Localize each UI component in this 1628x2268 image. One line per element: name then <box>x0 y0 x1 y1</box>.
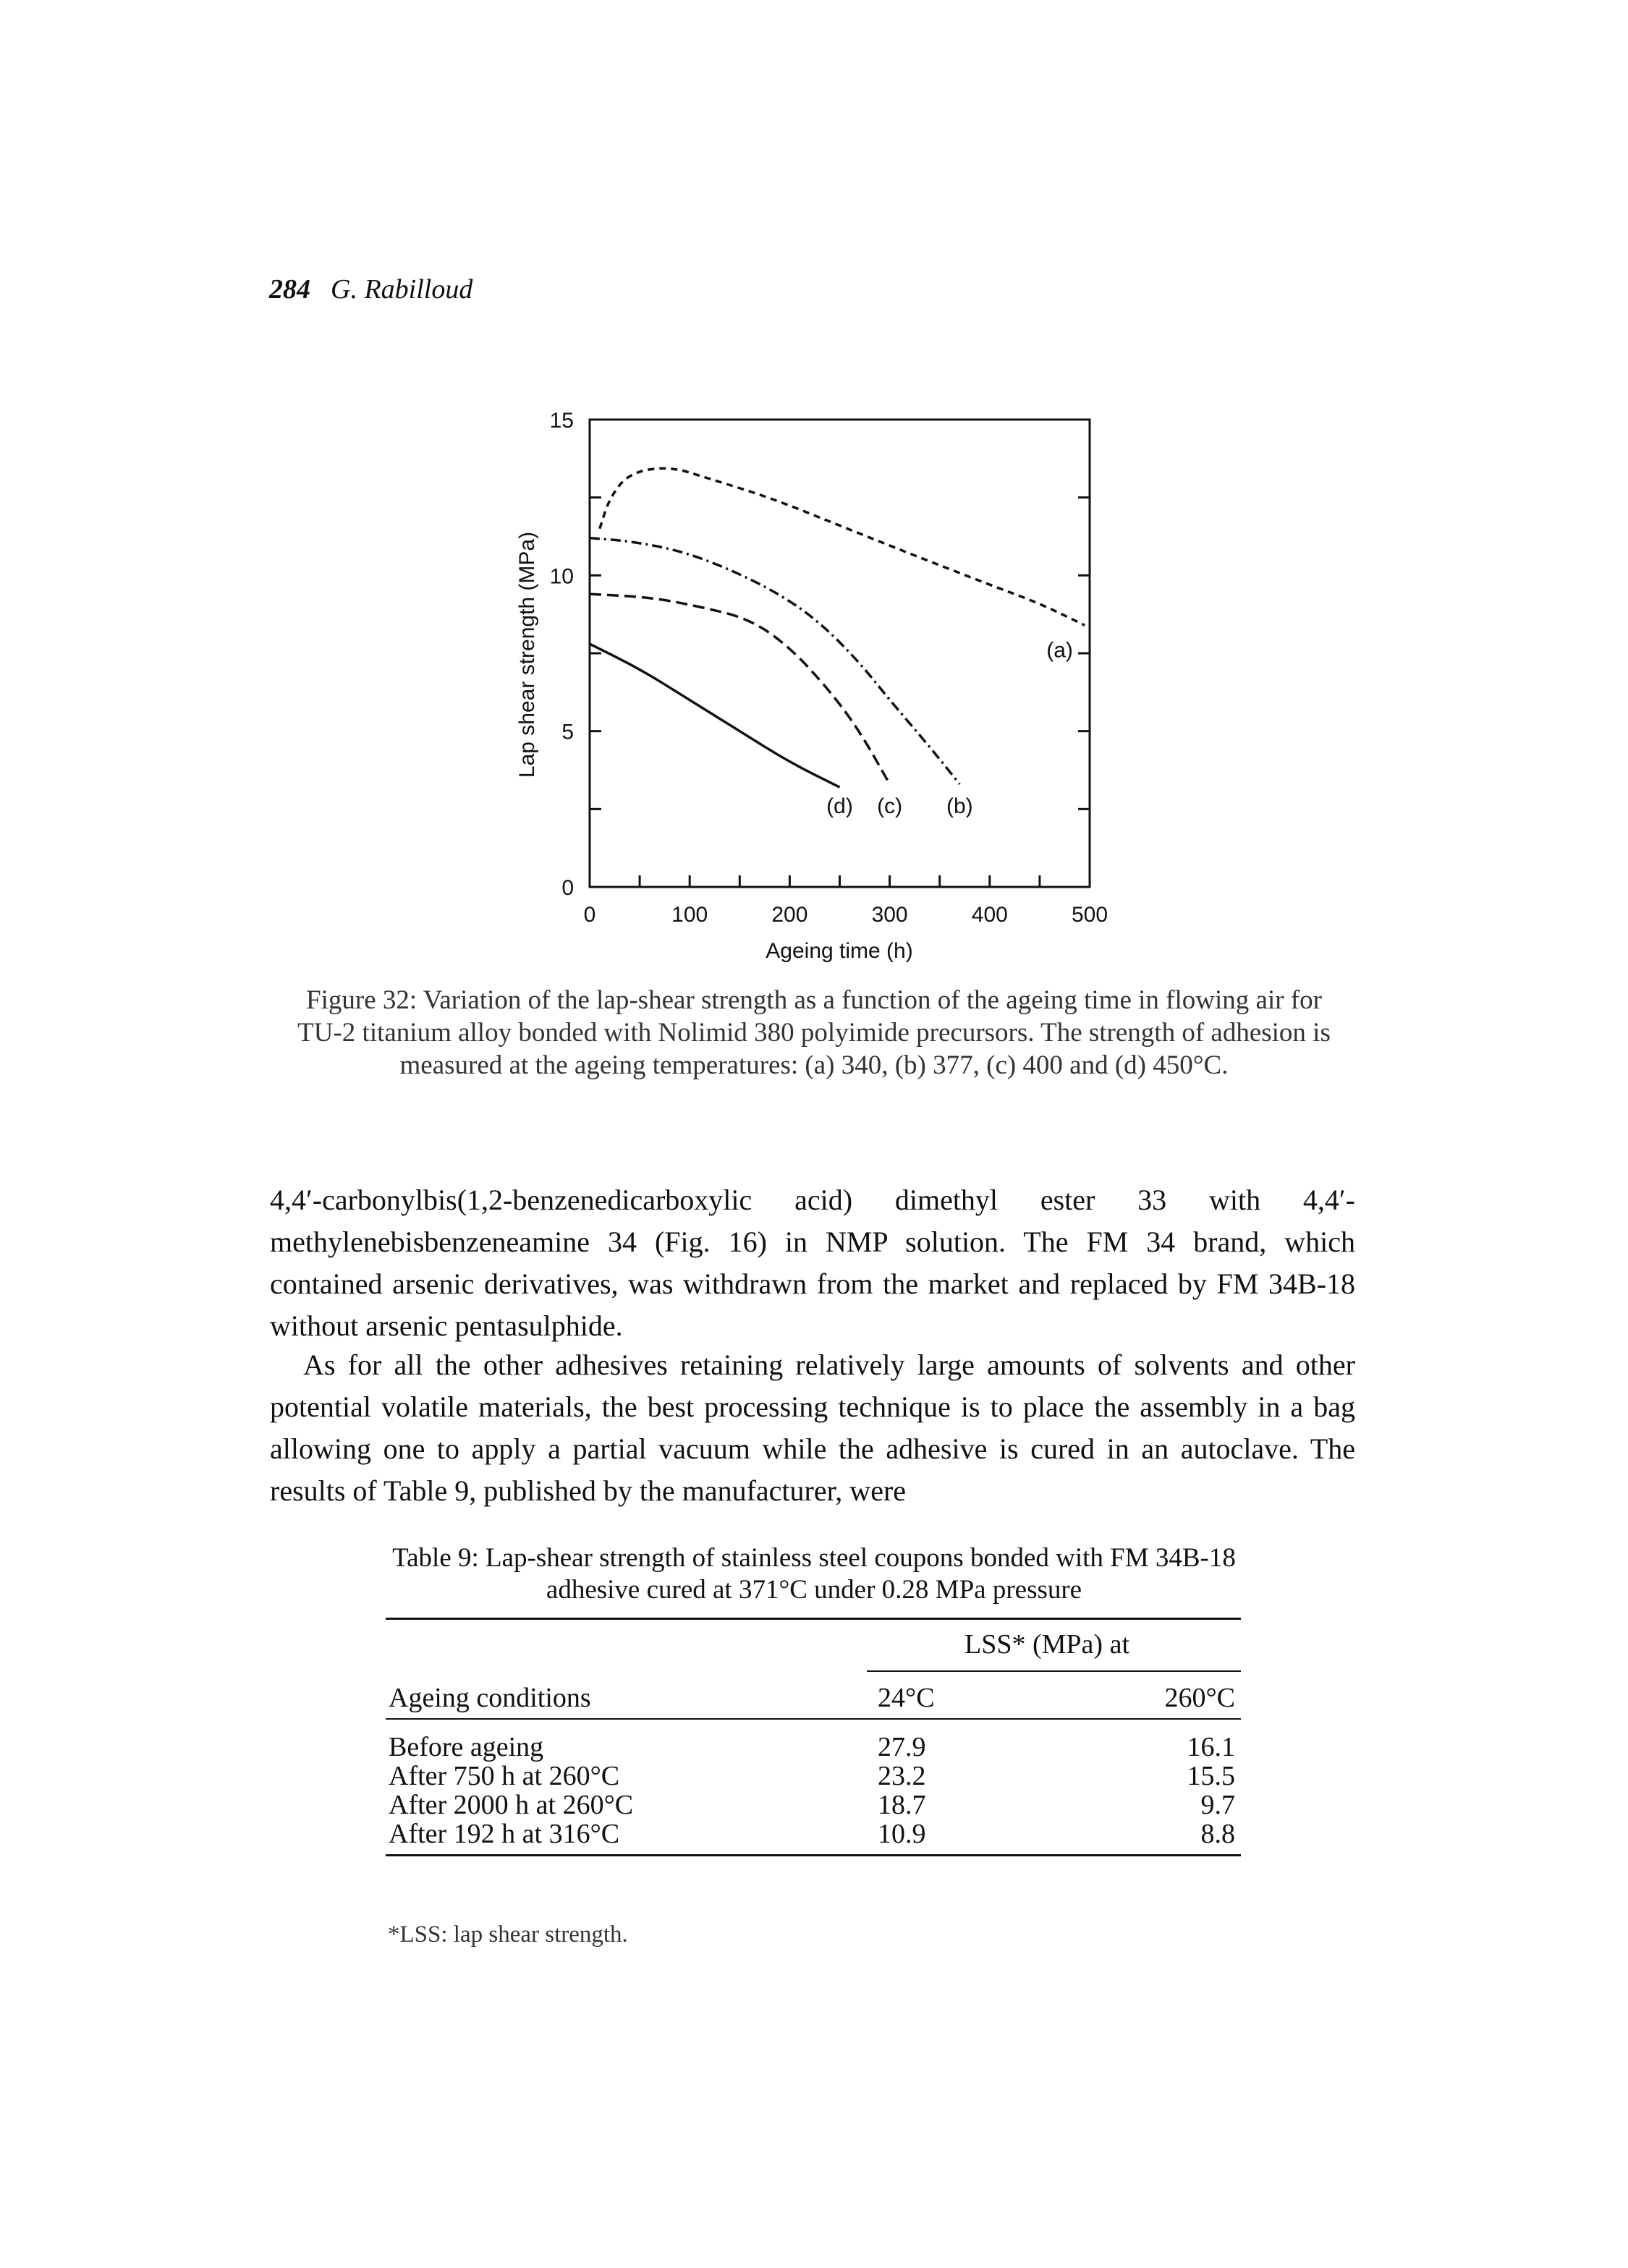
figure-caption: Figure 32: Variation of the lap-shear st… <box>297 985 1331 1080</box>
cell-condition: After 192 h at 316°C <box>389 1819 620 1849</box>
cell-260c: 16.1 <box>1187 1732 1236 1762</box>
y-tick-label: 5 <box>561 721 574 744</box>
table-bottom-rule <box>386 1854 1241 1856</box>
series-label: (d) <box>826 794 853 818</box>
table-row: After 750 h at 260°C 23.2 15.5 <box>386 1760 1241 1791</box>
cell-24c: 10.9 <box>878 1819 926 1849</box>
cell-24c: 27.9 <box>878 1732 926 1762</box>
col-header-conditions: Ageing conditions <box>389 1683 591 1713</box>
col-header-260c: 260°C <box>1164 1683 1235 1713</box>
x-tick-label: 300 <box>872 903 908 927</box>
table-header-row: Ageing conditions 24°C 260°C <box>386 1672 1241 1718</box>
y-tick-label: 0 <box>561 876 574 900</box>
paragraph-1: 4,4′-carbonylbis(1,2-benzenedicarboxylic… <box>270 1184 1355 1342</box>
table-footnote: *LSS: lap shear strength. <box>388 1921 628 1948</box>
series-label: (a) <box>1046 639 1073 663</box>
lap-shear-chart: 0 5 10 15 0 100 200 300 400 500 (a) (b) (c) (d) Age… <box>515 409 1108 963</box>
table-row: Before ageing 27.9 16.1 <box>386 1731 1241 1762</box>
table-top-rule <box>386 1618 1241 1620</box>
x-tick-label: 0 <box>584 903 596 927</box>
series-line <box>589 593 891 785</box>
col-header-24c: 24°C <box>878 1683 935 1713</box>
table-row: After 192 h at 316°C 10.9 8.8 <box>386 1818 1241 1849</box>
y-axis-label: Lap shear strength (MPa) <box>515 532 539 778</box>
y-tick-label: 15 <box>550 409 574 433</box>
cell-260c: 9.7 <box>1200 1790 1236 1820</box>
x-tick-label: 500 <box>1072 903 1108 927</box>
x-axis-label: Ageing time (h) <box>766 939 912 963</box>
paragraph-2: As for all the other adhesives retaining… <box>270 1349 1355 1507</box>
series-line <box>589 536 961 785</box>
header-rule <box>386 1718 1241 1720</box>
group-header-rule <box>867 1670 1241 1672</box>
series-line <box>598 467 1085 627</box>
y-tick-label: 10 <box>550 564 574 588</box>
table-group-header-row: LSS* (MPa) at <box>386 1620 1241 1670</box>
table-caption: Table 9: Lap-shear strength of stainless… <box>392 1543 1236 1605</box>
group-header: LSS* (MPa) at <box>964 1629 1129 1660</box>
author-name: G. Rabilloud <box>331 274 473 305</box>
cell-condition: After 750 h at 260°C <box>389 1761 620 1791</box>
data-table: LSS* (MPa) at Ageing conditions 24°C 260… <box>386 1618 1241 1856</box>
series-line <box>589 642 841 789</box>
x-tick-label: 400 <box>972 903 1008 927</box>
table-row: After 2000 h at 260°C 18.7 9.7 <box>386 1789 1241 1820</box>
cell-24c: 23.2 <box>878 1761 926 1791</box>
cell-condition: After 2000 h at 260°C <box>389 1790 634 1820</box>
series-label: (c) <box>877 794 902 818</box>
cell-condition: Before ageing <box>389 1732 544 1762</box>
series-label: (b) <box>946 794 973 818</box>
x-tick-label: 200 <box>771 903 807 927</box>
cell-260c: 15.5 <box>1187 1761 1236 1791</box>
cell-24c: 18.7 <box>878 1790 926 1820</box>
page-number: 284 <box>269 274 310 305</box>
cell-260c: 8.8 <box>1200 1819 1236 1849</box>
running-header: 284 G. Rabilloud <box>269 273 472 305</box>
x-tick-label: 100 <box>671 903 708 927</box>
